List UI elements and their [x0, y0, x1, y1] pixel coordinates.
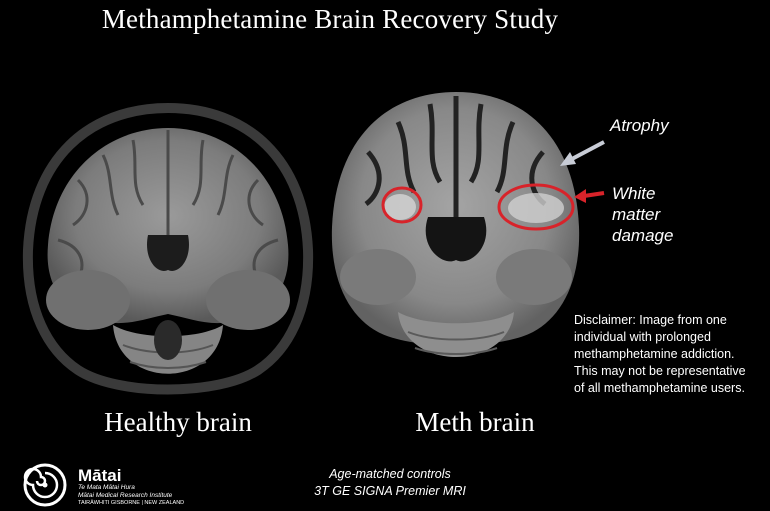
logo-subtitle-3: TAIRĀWHITI GISBORNE | NEW ZEALAND — [78, 500, 185, 506]
footnote-line1: Age-matched controls — [329, 467, 451, 481]
footnote-line2: 3T GE SIGNA Premier MRI — [314, 484, 466, 498]
right-lesion-highlight-circle — [497, 183, 575, 231]
healthy-brain-caption: Healthy brain — [104, 407, 252, 437]
disclaimer-line2: individual with prolonged — [574, 330, 711, 344]
white-matter-arrow-icon — [574, 189, 605, 203]
disclaimer-line4: This may not be representative — [574, 364, 746, 378]
logo-name: Mātai — [78, 466, 122, 485]
white-matter-label-line1: White — [612, 184, 656, 203]
white-matter-label-line2: matter — [612, 205, 661, 224]
white-matter-damage-label: White matter damage — [612, 183, 673, 246]
meth-brain-caption: Meth brain — [415, 407, 535, 437]
disclaimer-line3: methamphetamine addiction. — [574, 347, 735, 361]
study-footnote: Age-matched controls 3T GE SIGNA Premier… — [300, 466, 480, 500]
atrophy-arrow-icon — [560, 140, 605, 166]
logo-subtitle-1: Te Mata Mātai Hura — [78, 484, 135, 491]
white-matter-label-line3: damage — [612, 226, 674, 245]
logo-subtitle-2: Mātai Medical Research Institute — [78, 492, 173, 499]
atrophy-label: Atrophy — [610, 116, 669, 135]
disclaimer-line1: Disclaimer: Image from one — [574, 313, 727, 327]
meth-brain-mri-image — [331, 92, 580, 357]
disclaimer-text: Disclaimer: Image from one individual wi… — [574, 312, 768, 397]
healthy-brain-mri-image — [22, 102, 314, 395]
page-title: Methamphetamine Brain Recovery Study — [101, 4, 559, 34]
left-lesion-highlight-circle — [381, 186, 423, 224]
disclaimer-line5: of all methamphetamine users. — [574, 381, 745, 395]
matai-logo-icon — [23, 463, 67, 507]
